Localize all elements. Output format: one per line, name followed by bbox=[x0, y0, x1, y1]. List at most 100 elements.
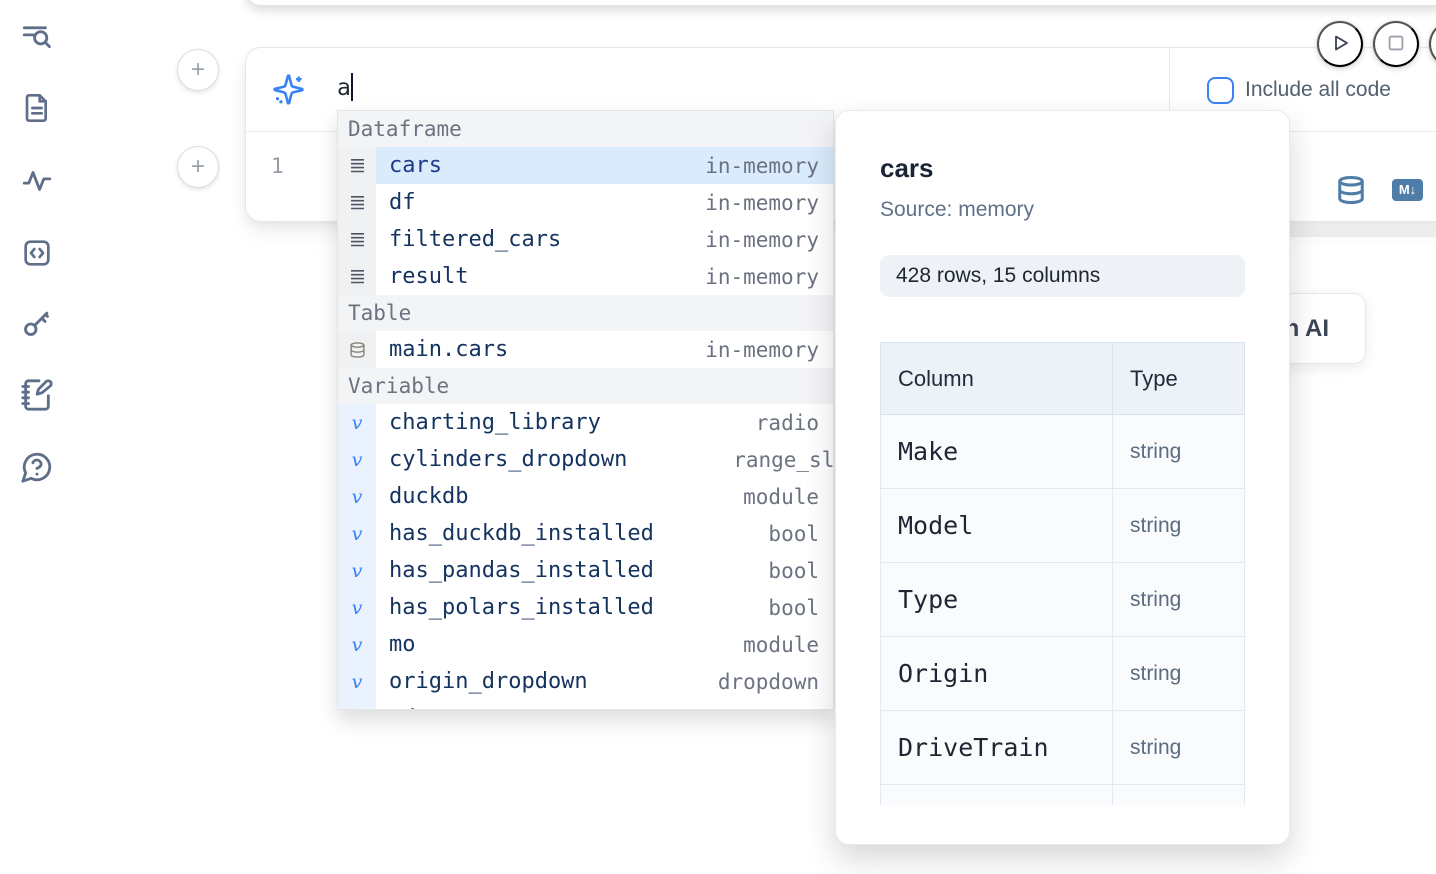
autocomplete-item-type: module bbox=[743, 707, 819, 710]
stop-button[interactable] bbox=[1373, 21, 1419, 67]
sidebar-item-snippets[interactable] bbox=[18, 236, 56, 274]
sidebar-item-files[interactable] bbox=[18, 91, 56, 129]
sidebar-item-help[interactable] bbox=[18, 450, 56, 488]
database-icon bbox=[338, 331, 376, 368]
sidebar-item-secrets[interactable] bbox=[18, 306, 56, 344]
include-all-code-label: Include all code bbox=[1245, 78, 1391, 101]
autocomplete-item-name: has_duckdb_installed bbox=[389, 521, 654, 546]
schema-column-type bbox=[1111, 784, 1245, 805]
autocomplete-item[interactable]: vpdmodule bbox=[338, 700, 833, 710]
autocomplete-item-type: in-memory bbox=[705, 337, 819, 362]
autocomplete-item-body: mo module bbox=[376, 626, 833, 663]
autocomplete-item-type: dropdown bbox=[717, 669, 819, 694]
dataframe-icon bbox=[338, 221, 376, 258]
dataframe-icon bbox=[338, 258, 376, 295]
stop-icon bbox=[1385, 32, 1407, 57]
schema-column-name bbox=[880, 784, 1113, 805]
schema-column-type: string bbox=[1111, 562, 1245, 637]
help-bubble-icon bbox=[20, 450, 54, 489]
preview-source: Source: memory bbox=[880, 198, 1035, 221]
autocomplete-item[interactable]: v charting_library radio bbox=[338, 404, 833, 441]
autocomplete-item[interactable]: v has_duckdb_installed bool bbox=[338, 515, 833, 552]
autocomplete-item-name: mo bbox=[389, 632, 416, 657]
add-cell-below-button[interactable]: + bbox=[177, 146, 219, 188]
autocomplete-item-name: duckdb bbox=[389, 484, 469, 509]
variable-icon: v bbox=[338, 552, 376, 589]
sidebar-item-documentation[interactable] bbox=[18, 378, 56, 416]
schema-column-name: Origin bbox=[880, 636, 1113, 711]
autocomplete-item-name: cars bbox=[389, 153, 442, 178]
variable-icon: v bbox=[338, 626, 376, 663]
autocomplete-item[interactable]: main.cars in-memory bbox=[338, 331, 833, 368]
autocomplete-item-name: has_pandas_installed bbox=[389, 558, 654, 583]
file-icon bbox=[21, 92, 53, 129]
schema-column-name: DriveTrain bbox=[880, 710, 1113, 785]
run-cell-button[interactable] bbox=[1317, 21, 1363, 67]
autocomplete-item[interactable]: cars in-memory bbox=[338, 147, 833, 184]
autocomplete-item-body: main.cars in-memory bbox=[376, 331, 833, 368]
play-icon bbox=[1328, 31, 1352, 58]
schema-column-name: Type bbox=[880, 562, 1113, 637]
variable-icon: v bbox=[338, 515, 376, 552]
variable-icon: v bbox=[338, 589, 376, 626]
text-cursor bbox=[350, 73, 353, 101]
ai-prompt-input[interactable]: a bbox=[337, 73, 353, 101]
autocomplete-item-body: origin_dropdown dropdown bbox=[376, 663, 833, 700]
preview-title: cars bbox=[880, 153, 934, 183]
autocomplete-item-type: in-memory bbox=[705, 264, 819, 289]
autocomplete-item-body: cars in-memory bbox=[376, 147, 833, 184]
autocomplete-item-name: main.cars bbox=[389, 337, 509, 362]
variable-icon: v bbox=[338, 404, 376, 441]
markdown-icon[interactable]: M↓ bbox=[1392, 179, 1423, 201]
database-icon[interactable] bbox=[1336, 174, 1366, 211]
autocomplete-item-body: pdmodule bbox=[376, 700, 833, 710]
autocomplete-item-name: charting_library bbox=[389, 410, 601, 435]
autocomplete-item-type: radio bbox=[755, 410, 819, 435]
add-cell-above-button[interactable]: + bbox=[177, 49, 219, 91]
autocomplete-item-name: cylinders_dropdown bbox=[389, 447, 628, 472]
line-number: 1 bbox=[271, 154, 284, 178]
schema-column-type: string bbox=[1111, 710, 1245, 785]
include-all-code-checkbox[interactable] bbox=[1207, 77, 1234, 104]
dataframe-preview-panel: cars Source: memory 428 rows, 15 columns… bbox=[835, 110, 1290, 845]
previous-cell-edge bbox=[245, 0, 1436, 6]
autocomplete-item-name: origin_dropdown bbox=[389, 669, 588, 694]
ai-prompt-row[interactable]: a Include all code bbox=[246, 48, 1436, 131]
code-snippet-icon bbox=[21, 237, 53, 274]
key-icon bbox=[20, 306, 54, 345]
autocomplete-item-type: bool bbox=[768, 521, 819, 546]
dataframe-icon bbox=[338, 147, 376, 184]
autocomplete-item-type: in-memory bbox=[705, 153, 819, 178]
schema-column-name: Make bbox=[880, 414, 1113, 489]
sidebar-item-tracing[interactable] bbox=[18, 164, 56, 202]
autocomplete-item-type: module bbox=[743, 632, 819, 657]
activity-icon bbox=[20, 164, 54, 203]
sidebar-item-scratchpad[interactable] bbox=[18, 20, 56, 58]
